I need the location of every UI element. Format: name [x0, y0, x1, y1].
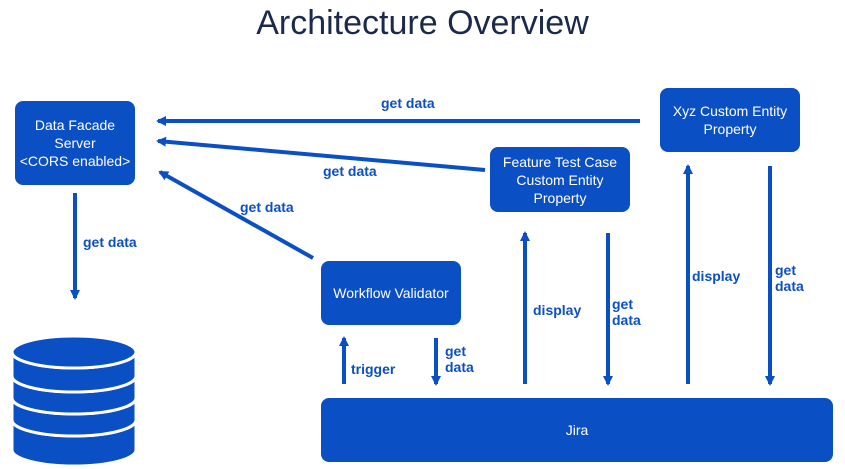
feature-test-case-label: Feature Test Case Custom Entity Property [502, 153, 618, 206]
database-icon [10, 334, 138, 468]
label-facade-to-db: get data [83, 234, 137, 250]
label-jira-to-ftc: display [533, 302, 582, 318]
label-wv-to-jira: get data [445, 343, 474, 375]
xyz-property-label: Xyz Custom Entity Property [672, 103, 788, 137]
label-xyz-to-facade: get data [381, 95, 435, 111]
arrow-wv-to-facade [158, 170, 314, 260]
label-ftc-to-jira: get data [612, 296, 641, 328]
label-ftc-to-facade: get data [323, 163, 377, 179]
workflow-validator-label: Workflow Validator [333, 285, 449, 301]
xyz-custom-entity-property-node: Xyz Custom Entity Property [660, 88, 800, 152]
arrow-ftc-to-facade [156, 136, 486, 172]
page-title: Architecture Overview [256, 4, 589, 42]
label-wv-to-facade: get data [240, 199, 294, 215]
jira-label: Jira [565, 422, 589, 438]
label-jira-to-wv: trigger [351, 361, 396, 377]
data-facade-server-node: Data Facade Server <CORS enabled> [15, 101, 135, 185]
jira-node: Jira [321, 398, 833, 462]
data-facade-label: Data Facade Server <CORS enabled> [19, 117, 131, 169]
workflow-validator-node: Workflow Validator [321, 261, 461, 325]
label-xyz-to-jira: get data [775, 262, 804, 294]
feature-test-case-property-node: Feature Test Case Custom Entity Property [490, 147, 630, 212]
label-jira-to-xyz: display [692, 268, 741, 284]
